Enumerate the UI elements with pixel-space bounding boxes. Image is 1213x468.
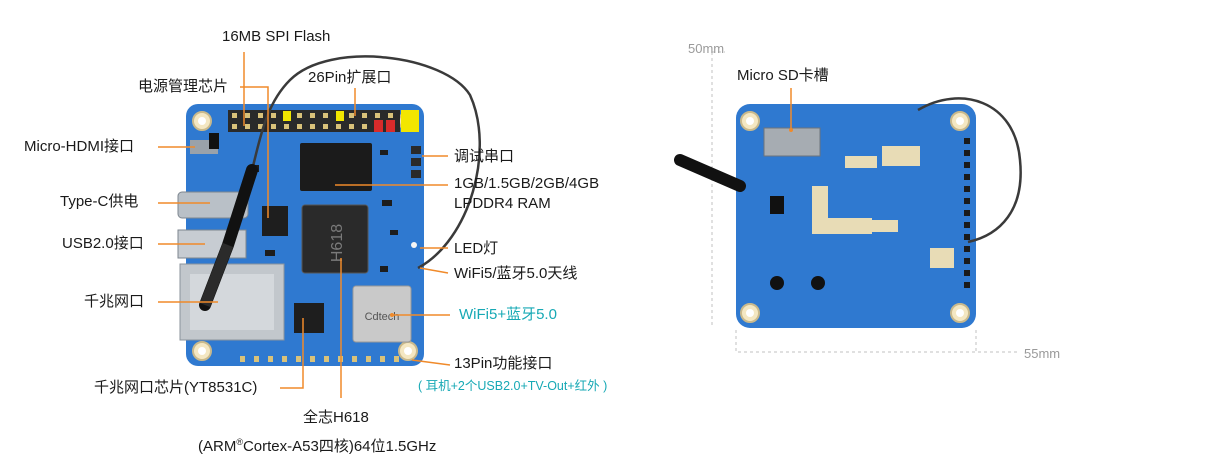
- label-dim-height: 50mm: [688, 41, 725, 56]
- label-usb2: USB2.0接口: [62, 235, 144, 252]
- label-antenna: WiFi5/蓝牙5.0天线: [454, 265, 578, 282]
- antenna-cable: [250, 55, 482, 270]
- label-soc-line1: 全志H618: [303, 409, 369, 426]
- label-pin13-detail: ( 耳机+2个USB2.0+TV-Out+红外 ): [418, 379, 608, 393]
- back-header-pins: [964, 138, 970, 288]
- label-type-c: Type-C供电: [60, 193, 139, 210]
- label-pin13: 13Pin功能接口: [454, 355, 553, 372]
- label-spi-flash: 16MB SPI Flash: [222, 28, 331, 45]
- label-micro-hdmi: Micro-HDMI接口: [24, 138, 134, 155]
- front-leader-lines: [158, 52, 451, 398]
- eth-chip: [294, 303, 324, 333]
- label-ram-line2: LPDDR4 RAM: [454, 195, 551, 212]
- label-wifi-module: WiFi5+蓝牙5.0: [459, 306, 557, 323]
- svg-text:H618: H618: [329, 224, 346, 262]
- back-antenna-cable: [917, 97, 1022, 244]
- label-dim-width: 55mm: [1024, 346, 1061, 361]
- front-board: H618 Cdtech: [177, 55, 482, 366]
- sd-card-slot: [763, 127, 821, 157]
- label-led: LED灯: [454, 240, 499, 257]
- back-board: [674, 51, 1022, 353]
- soc-line2-sup: ®: [236, 437, 243, 447]
- svg-text:Cdtech: Cdtech: [365, 311, 400, 323]
- label-eth-chip: 千兆网口芯片(YT8531C): [94, 379, 258, 396]
- label-pin26: 26Pin扩展口: [308, 69, 392, 86]
- label-debug-uart: 调试串口: [454, 148, 515, 165]
- soc-chip: [301, 204, 369, 274]
- label-ram-line1: 1GB/1.5GB/2GB/4GB: [454, 175, 600, 192]
- ram-chip: [300, 143, 372, 191]
- wifi-module: [352, 285, 412, 343]
- label-ethernet: 千兆网口: [84, 293, 145, 310]
- pin26-header: [228, 110, 419, 132]
- soc-line2-a: (ARM: [198, 438, 237, 455]
- soc-line2-b: Cortex-A53四核)64位1.5GHz: [242, 438, 437, 455]
- label-soc-line2: (ARM®Cortex-A53四核)64位1.5GHz: [198, 433, 436, 456]
- label-power-ic: 电源管理芯片: [138, 78, 229, 95]
- type-c-port: [177, 191, 249, 219]
- power-ic: [262, 206, 288, 236]
- label-sd-slot: Micro SD卡槽: [737, 67, 829, 84]
